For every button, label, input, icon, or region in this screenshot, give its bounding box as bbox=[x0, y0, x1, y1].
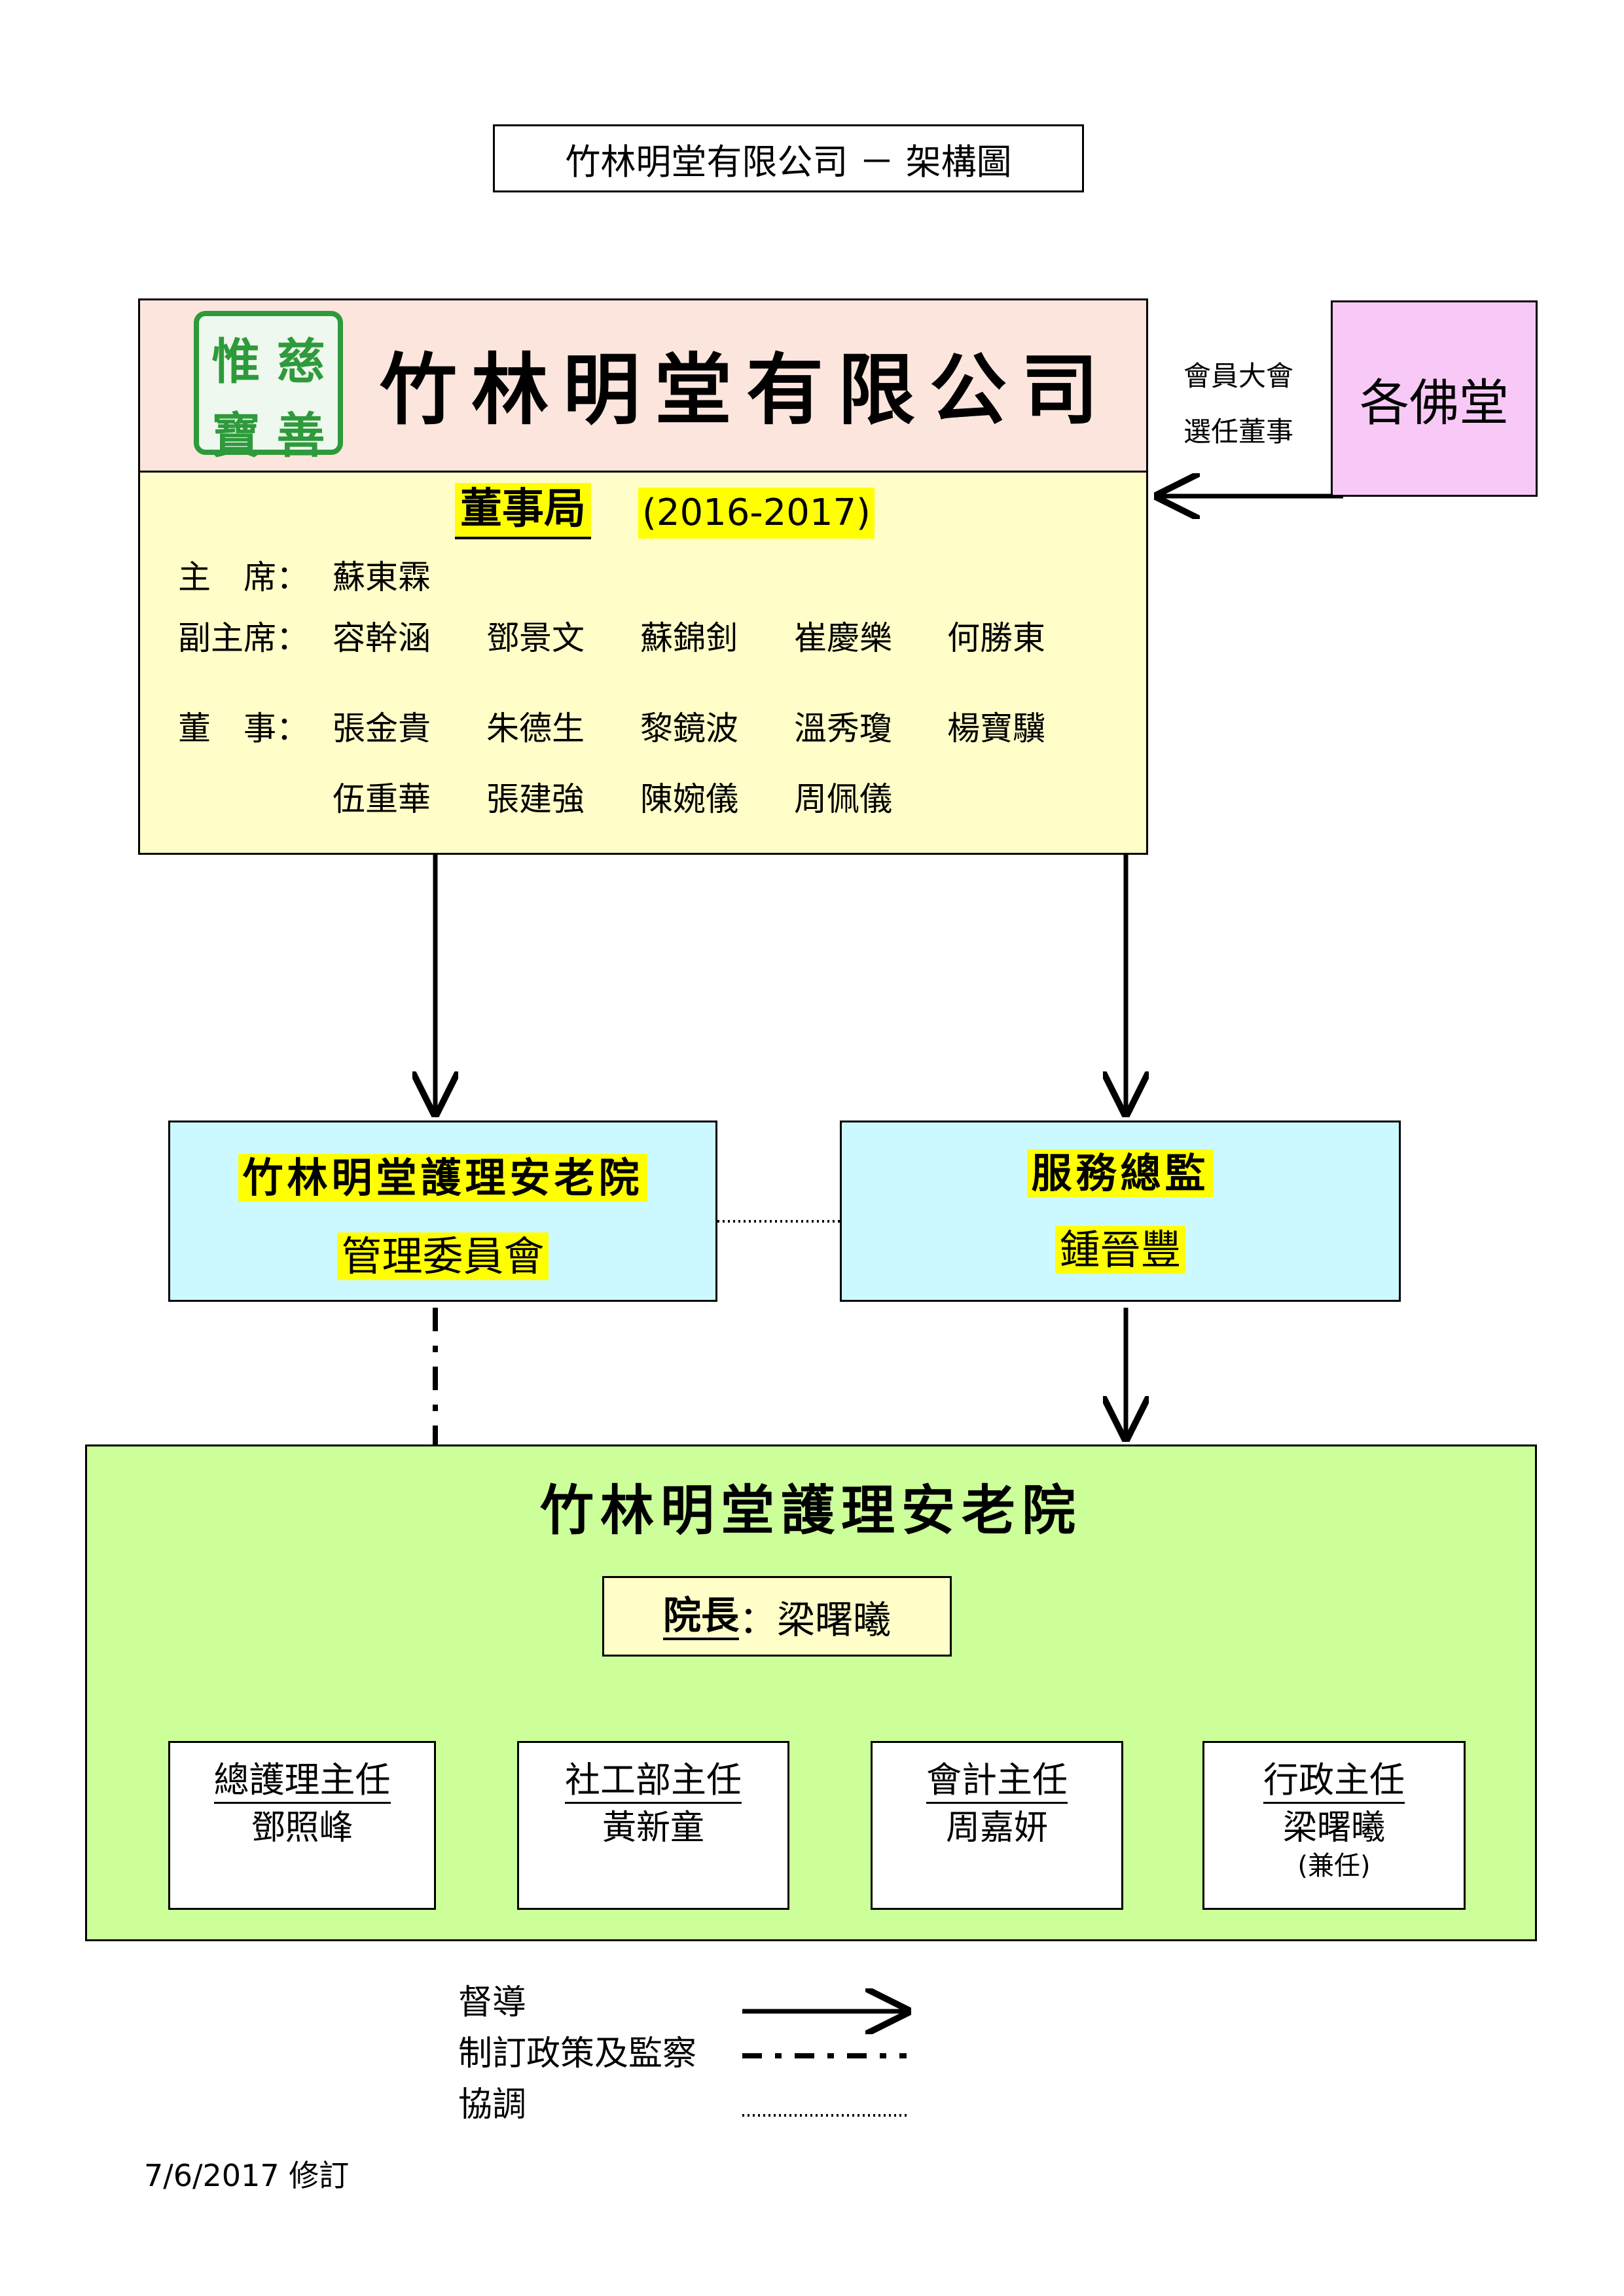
service-director-title: 服務總監 bbox=[1027, 1149, 1214, 1197]
company-seal-logo: 惟 慈 寶 善 bbox=[194, 311, 343, 464]
department-head: 黃新童 bbox=[602, 1808, 704, 1848]
department-head: 鄧照峰 bbox=[251, 1808, 353, 1848]
board-member: 何勝東 bbox=[947, 619, 1045, 657]
buddha-halls-box: 各佛堂 bbox=[1331, 300, 1538, 497]
legend-supervise-label: 督導 bbox=[458, 1983, 527, 2022]
board-member: 蘇東霖 bbox=[333, 558, 431, 596]
vice-chairman-label: 副主席： bbox=[178, 619, 309, 657]
revision-date: 7/6/2017 修訂 bbox=[144, 2158, 350, 2193]
service-director-name: 鍾晉豐 bbox=[1055, 1226, 1185, 1274]
elect-directors-note: 選任董事 bbox=[1183, 416, 1294, 448]
board-member: 黎鏡波 bbox=[640, 709, 738, 747]
chairman-label: 主 席： bbox=[178, 558, 309, 596]
board-member: 陳婉儀 bbox=[640, 780, 738, 818]
care-home-name: 竹林明堂護理安老院 bbox=[539, 1479, 1082, 1542]
board-years: (2016-2017) bbox=[638, 488, 875, 539]
department-box: 社工部主任 黃新童 bbox=[517, 1741, 789, 1910]
department-box: 會計主任 周嘉妍 bbox=[871, 1741, 1123, 1910]
department-title: 總護理主任 bbox=[213, 1759, 391, 1804]
department-note: (兼任) bbox=[1297, 1851, 1371, 1881]
board-member: 張金貴 bbox=[333, 709, 431, 747]
superintendent-box: 院長 ： 梁曙曦 bbox=[602, 1576, 952, 1657]
director-label: 董 事： bbox=[178, 709, 309, 747]
board-member: 容幹涵 bbox=[333, 619, 431, 657]
committee-label: 管理委員會 bbox=[337, 1232, 549, 1280]
committee-home-name: 竹林明堂護理安老院 bbox=[238, 1154, 647, 1202]
department-title: 社工部主任 bbox=[565, 1759, 742, 1804]
board-member: 蘇錦釗 bbox=[640, 619, 738, 657]
board-member: 崔慶樂 bbox=[794, 619, 892, 657]
board-member: 周佩儀 bbox=[794, 780, 892, 818]
department-box: 總護理主任 鄧照峰 bbox=[168, 1741, 436, 1910]
board-member: 鄧景文 bbox=[486, 619, 585, 657]
superintendent-role: 院長 bbox=[662, 1593, 739, 1640]
legend-coordinate-label: 協調 bbox=[458, 2085, 527, 2125]
general-meeting-note: 會員大會 bbox=[1183, 360, 1294, 392]
board-member: 伍重華 bbox=[333, 780, 431, 818]
company-name: 竹林明堂有限公司 bbox=[379, 344, 1113, 435]
board-member: 楊寶驥 bbox=[947, 709, 1045, 747]
department-head: 梁曙曦 bbox=[1282, 1808, 1385, 1848]
department-head: 周嘉妍 bbox=[945, 1808, 1048, 1848]
board-member: 朱德生 bbox=[486, 709, 585, 747]
superintendent-name: 梁曙曦 bbox=[777, 1597, 892, 1642]
board-member: 溫秀瓊 bbox=[794, 709, 892, 747]
page-title: 竹林明堂有限公司 － 架構圖 bbox=[493, 124, 1084, 192]
department-title: 會計主任 bbox=[926, 1759, 1068, 1804]
board-title: 董事局 bbox=[455, 483, 591, 539]
department-title: 行政主任 bbox=[1263, 1759, 1405, 1804]
legend-policy-label: 制訂政策及監察 bbox=[458, 2034, 697, 2073]
board-member: 張建強 bbox=[486, 780, 585, 818]
department-box: 行政主任 梁曙曦 (兼任) bbox=[1202, 1741, 1466, 1910]
